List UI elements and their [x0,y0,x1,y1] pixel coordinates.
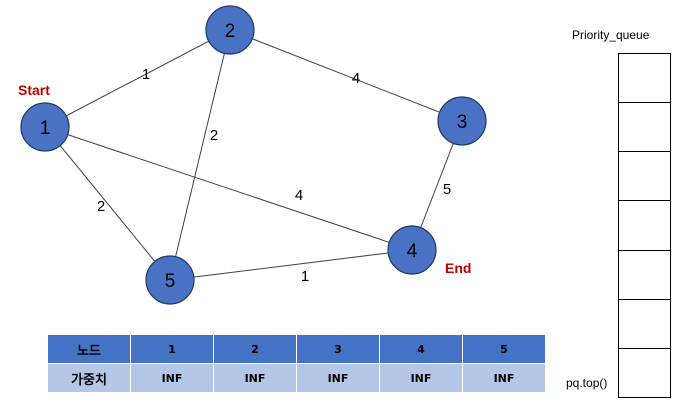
priority-queue-slot [619,347,670,397]
table-cell: INF [379,363,463,393]
distance-table-weight-row: 가중치 INF INF INF INF INF [47,363,546,393]
priority-queue-slot [619,249,670,299]
edge-weight-label: 4 [295,187,303,204]
priority-queue-top-label: pq.top() [566,376,608,390]
node-2 [205,5,255,55]
priority-queue-slot [619,54,670,102]
priority-queue-slot [619,102,670,151]
priority-queue-box [618,53,671,398]
end-label: End [445,260,471,276]
node-label: 2 [225,21,236,42]
table-cell: INF [296,363,380,393]
table-header-cell: 3 [296,334,380,364]
table-cell: 가중치 [47,363,131,393]
distance-table-header-row: 노드 1 2 3 4 5 [47,334,546,364]
node-3 [437,96,487,146]
edge-2-5 [169,29,231,281]
edge-2-3 [229,29,463,122]
edge-weight-label: 5 [443,181,451,198]
priority-queue-title: Priority_queue [572,28,650,42]
distance-table: 노드 1 2 3 4 5 가중치 INF INF INF INF INF [47,334,546,393]
table-cell: INF [213,363,297,393]
edge-5-4 [169,249,413,281]
edge-weight-label: 1 [142,66,150,83]
edge-1-2 [44,29,231,128]
edge-weight-label: 2 [97,198,105,215]
node-1 [20,102,70,152]
node-label: 3 [457,112,468,133]
priority-queue-slot [619,200,670,249]
table-header-cell: 2 [213,334,297,364]
table-header-cell: 5 [462,334,546,364]
table-cell: INF [130,363,214,393]
priority-queue-slot [619,298,670,348]
edge-1-5 [44,126,171,281]
node-4 [387,225,437,275]
edge-weight-label: 4 [352,70,360,87]
table-header-cell: 노드 [47,334,131,364]
edge-1-4 [44,126,413,251]
table-cell: INF [462,363,546,393]
table-header-cell: 4 [379,334,463,364]
table-header-cell: 1 [130,334,214,364]
node-label: 1 [40,118,51,139]
start-label: Start [18,82,50,98]
node-5 [145,255,195,305]
edge-weight-label: 2 [210,127,218,144]
edge-weight-label: 1 [301,268,309,285]
priority-queue-slot [619,151,670,200]
node-label: 4 [407,241,418,262]
node-label: 5 [165,271,176,292]
graph-diagram: 1 4 2 4 2 5 1 1 2 3 4 5 Start End [18,5,487,305]
